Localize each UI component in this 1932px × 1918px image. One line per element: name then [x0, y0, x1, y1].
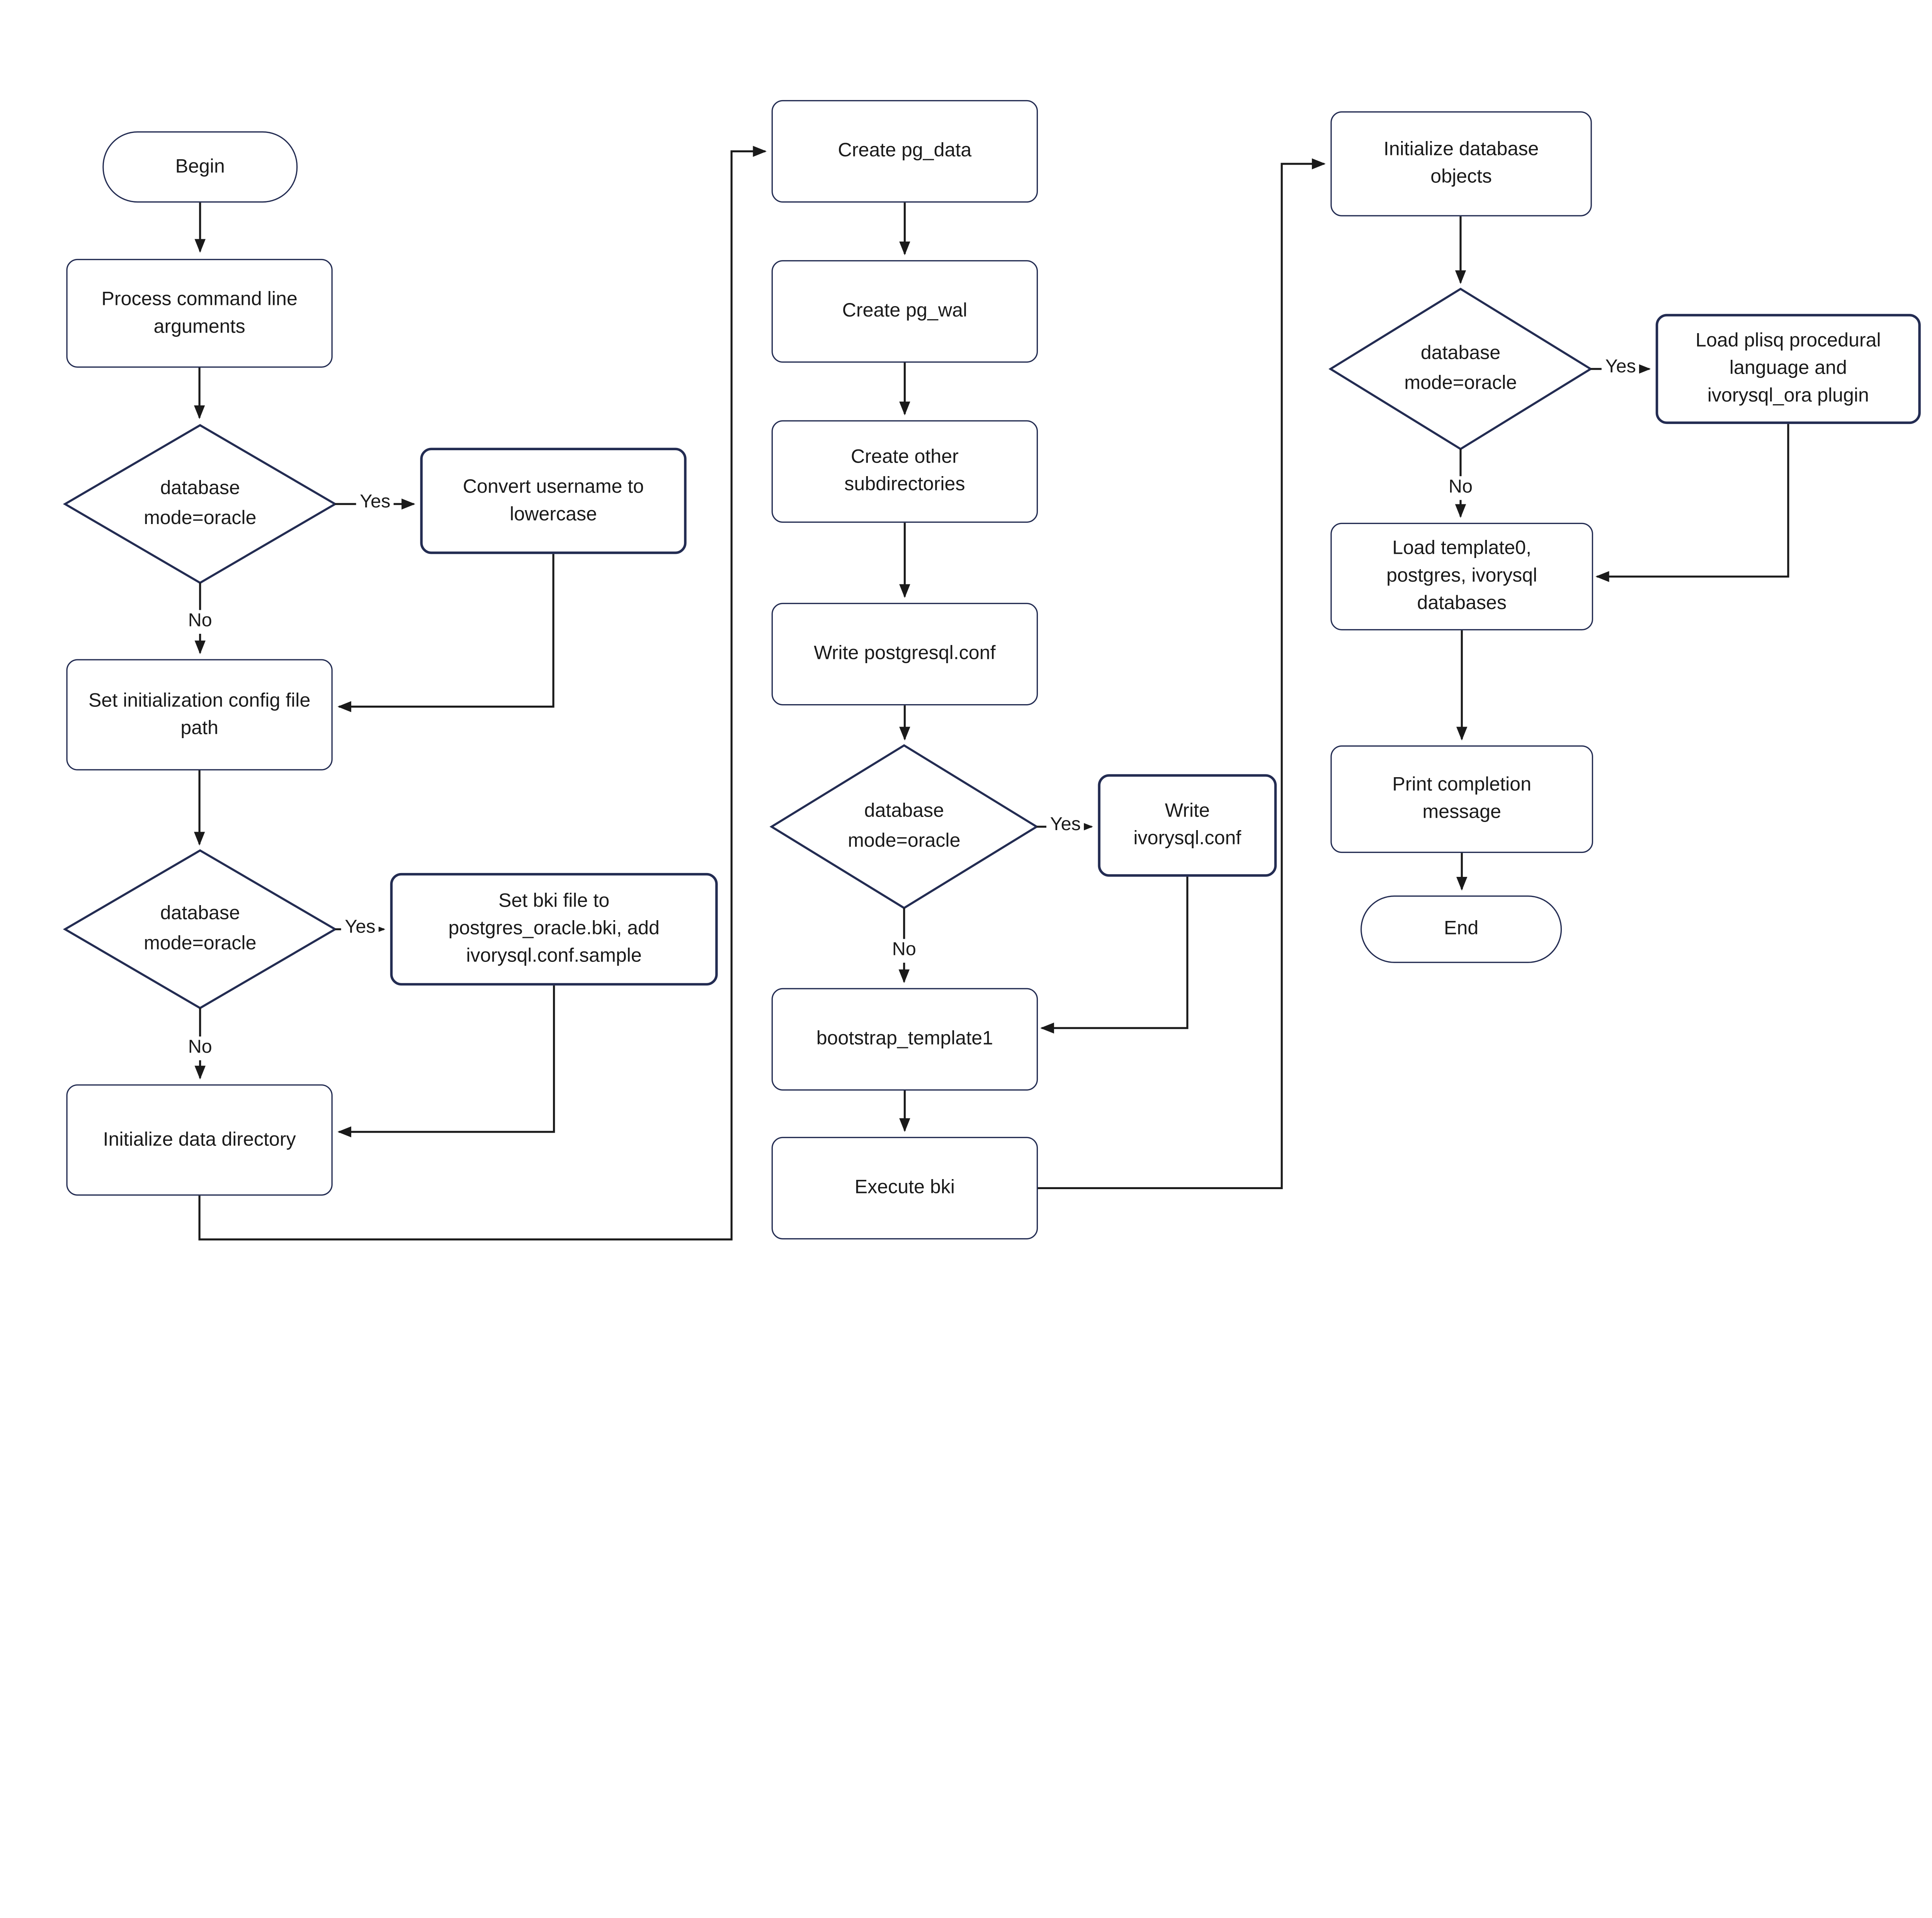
node-write-postgresql-conf: Write postgresql.conf [771, 602, 1038, 706]
edge-execute-to-initdb [1038, 158, 1326, 1190]
edge-ivorysql-to-bootstrap [1040, 876, 1189, 1034]
decision-diamond-1 [63, 424, 337, 584]
edge-label-d2-no: No [184, 1036, 216, 1060]
node-begin: Begin [102, 131, 298, 203]
decision-diamond-4 [1328, 288, 1593, 451]
edge-label-d1-yes: Yes [356, 491, 395, 514]
node-initialize-database-objects: Initialize database objects [1330, 111, 1592, 216]
node-bootstrap-template1: bootstrap_template1 [771, 988, 1038, 1091]
node-print-completion-message: Print completion message [1330, 745, 1593, 853]
node-load-plisq-procedural-language: Load plisq procedural language and ivory… [1655, 314, 1921, 424]
edge-convert-to-setinit [337, 554, 554, 712]
node-process-command-line-arguments: Process command line arguments [66, 259, 333, 368]
edge-plugin-to-template0 [1595, 424, 1789, 582]
node-create-other-subdirectories: Create other subdirectories [771, 420, 1038, 523]
decision-diamond-2 [63, 849, 337, 1009]
edge-setbki-to-initdata [337, 985, 555, 1138]
edges-layer [63, 146, 1789, 1241]
flowchart-canvas: Begin Process command line arguments dat… [63, 100, 1921, 1241]
edge-label-d2-yes: Yes [341, 916, 379, 940]
edge-label-d4-no: No [1445, 476, 1476, 500]
edge-label-d4-yes: Yes [1601, 356, 1640, 380]
node-initialize-data-directory: Initialize data directory [66, 1084, 333, 1196]
node-create-pg-wal: Create pg_wal [771, 260, 1038, 363]
edge-initdata-to-pgdata [198, 146, 767, 1241]
edge-label-d1-no: No [184, 610, 216, 633]
node-write-ivorysql-conf: Write ivorysql.conf [1098, 774, 1277, 877]
node-end: End [1361, 895, 1562, 963]
edge-label-d3-no: No [888, 939, 920, 962]
node-load-template0-databases: Load template0, postgres, ivorysql datab… [1330, 522, 1593, 631]
edge-label-d3-yes: Yes [1046, 813, 1085, 837]
node-execute-bki: Execute bki [771, 1137, 1038, 1240]
node-create-pg-data: Create pg_data [771, 100, 1038, 203]
decision-diamond-3 [769, 744, 1039, 909]
node-set-initialization-config-file-path: Set initialization config file path [66, 659, 333, 771]
node-convert-username-to-lowercase: Convert username to lowercase [420, 448, 687, 554]
node-set-bki-file: Set bki file to postgres_oracle.bki, add… [390, 873, 718, 986]
